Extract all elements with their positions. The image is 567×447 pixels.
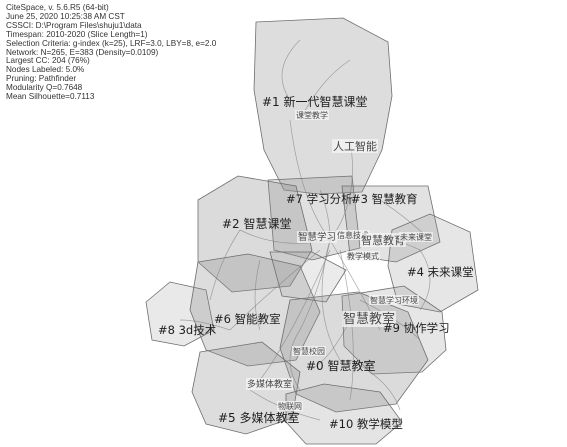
keyword-label: 信息技术 xyxy=(337,230,369,240)
keyword-node: 人工智能 xyxy=(332,139,378,153)
keyword-label-bg xyxy=(332,139,378,153)
keyword-label: 智慧校园 xyxy=(293,346,325,356)
keyword-label-bg xyxy=(369,295,419,305)
keyword-label: 智慧教室 xyxy=(343,311,395,327)
info-line: CiteSpace, v. 5.6.R5 (64-bit) xyxy=(6,3,109,12)
network-edge xyxy=(339,249,354,401)
keyword-label-bg xyxy=(360,233,406,247)
cluster-hull xyxy=(341,285,447,375)
keyword-label: 人工智能 xyxy=(333,139,377,153)
keyword-label-bg xyxy=(277,401,303,411)
keyword-label-bg xyxy=(342,311,397,327)
cluster-hull xyxy=(189,253,321,367)
info-line: CSSCI: D:\Program Files\shuju1\data xyxy=(6,20,142,30)
keyword-label-bg xyxy=(346,251,380,261)
cluster-label: #4 未来课堂 xyxy=(407,265,474,279)
keyword-label-bg xyxy=(292,346,326,356)
info-panel: CiteSpace, v. 5.6.R5 (64-bit)June 25, 20… xyxy=(6,3,217,102)
keyword-label: 教学模式 xyxy=(347,251,379,261)
cluster-labels: #1 新一代智慧课堂 #7 学习分析#3 智慧教育 #2 智慧课堂 #4 未来课堂 #8… xyxy=(158,94,474,431)
keyword-node: 智慧教育 xyxy=(360,233,406,247)
keyword-node: 未来课堂 xyxy=(399,232,433,242)
info-line: Network: N=265, E=383 (Density=0.0109) xyxy=(6,47,159,57)
keyword-label-bg xyxy=(399,232,433,242)
keyword-node: 多媒体教室 xyxy=(246,378,294,390)
keyword-label-bg xyxy=(246,378,294,390)
network-edge xyxy=(289,119,331,241)
cluster-hull xyxy=(269,251,347,303)
keyword-node: 物联网 xyxy=(277,401,303,411)
network-edge xyxy=(179,319,231,331)
keyword-label-bg xyxy=(336,230,370,240)
keyword-label: 智慧学习 xyxy=(298,231,336,243)
network-edge xyxy=(419,249,431,311)
network-edge xyxy=(289,329,301,391)
network-edge xyxy=(281,39,301,101)
info-line: Selection Criteria: g-index (k=25), LRF=… xyxy=(6,38,217,48)
info-line: Largest CC: 204 (76%) xyxy=(6,56,90,66)
network-edge xyxy=(309,319,351,371)
cluster-label: #6 智能教室 xyxy=(214,312,281,326)
keyword-node: 智慧学习环境 xyxy=(369,295,419,305)
cluster-label: #10 教学模型 xyxy=(329,417,403,431)
cluster-label: #3 智慧教育 xyxy=(351,192,418,206)
cluster-label: #2 智慧课堂 xyxy=(222,216,292,231)
keyword-label: 多媒体教室 xyxy=(247,378,292,390)
network-edge xyxy=(259,249,331,381)
info-line: Mean Silhouette=0.7113 xyxy=(6,92,95,102)
network-edge xyxy=(321,239,341,361)
keyword-label-bg xyxy=(297,231,338,243)
keyword-node: 教学模式 xyxy=(346,251,380,261)
cluster-label: #8 3d技术 xyxy=(158,323,217,337)
keyword-label: 未来课堂 xyxy=(400,232,432,242)
network-edge xyxy=(209,229,241,301)
info-line: Nodes Labeled: 5.0% xyxy=(6,65,85,75)
keyword-node: 信息技术 xyxy=(336,230,370,240)
keyword-node: 智慧校园 xyxy=(292,346,326,356)
network-edge xyxy=(299,239,331,331)
cluster-label: #7 学习分析 xyxy=(286,192,353,206)
cluster-label: #5 多媒体教室 xyxy=(218,410,300,425)
info-line: June 25, 2020 10:25:38 AM CST xyxy=(6,11,125,21)
keyword-label-bg xyxy=(295,110,329,120)
keyword-node: 课堂教学 xyxy=(295,110,329,120)
cluster-label: #1 新一代智慧课堂 xyxy=(262,94,368,109)
network-edge xyxy=(254,259,261,331)
keyword-label: 课堂教学 xyxy=(296,110,328,120)
network-edge xyxy=(349,359,401,411)
cluster-hull xyxy=(145,281,215,347)
keyword-labels: 课堂教学人工智能智慧学习信息技术智慧教育未来课堂教学模式智慧学习环境智慧教室智慧… xyxy=(246,110,433,411)
keyword-label: 智慧学习环境 xyxy=(370,295,418,305)
keyword-label: 智慧教育 xyxy=(361,233,405,247)
keyword-node: 智慧教室 xyxy=(342,311,397,327)
info-line: Modularity Q=0.7648 xyxy=(6,83,83,93)
keyword-label: 物联网 xyxy=(278,401,302,411)
cluster-label: #9 协作学习 xyxy=(383,321,450,335)
cluster-hull xyxy=(285,383,403,445)
cluster-label: #0 智慧教室 xyxy=(306,358,376,373)
network-edge xyxy=(229,249,321,331)
info-line: Timespan: 2010-2020 (Slice Length=1) xyxy=(6,29,148,39)
keyword-node: 智慧学习 xyxy=(297,231,338,243)
info-line: Pruning: Pathfinder xyxy=(6,74,77,84)
